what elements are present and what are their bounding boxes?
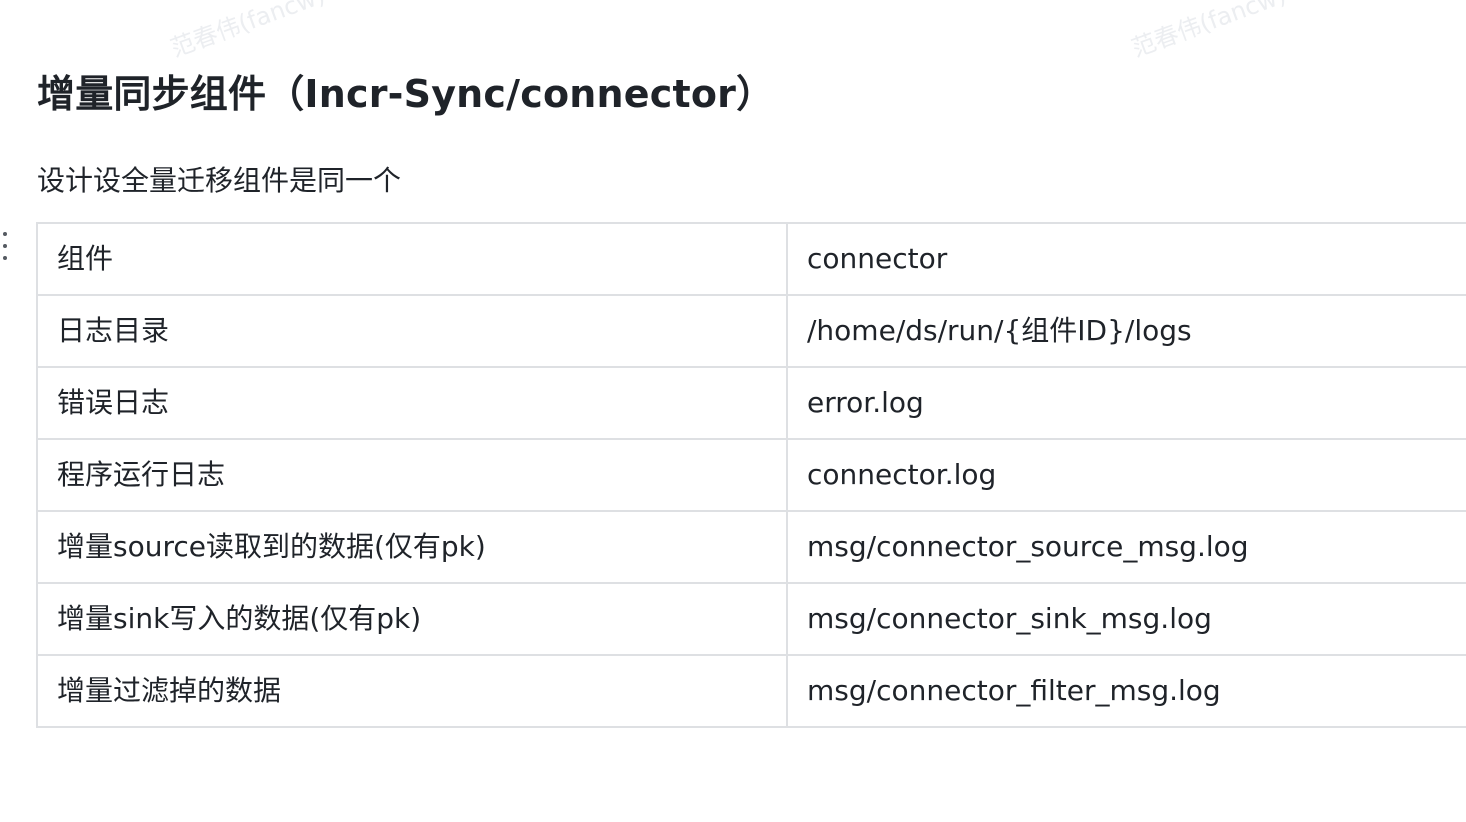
intro-paragraph: 设计设全量迁移组件是同一个 <box>37 164 402 197</box>
info-table: 组件 connector 日志目录 /home/ds/run/{组件ID}/lo… <box>36 222 1466 728</box>
table-row: 增量过滤掉的数据 msg/connector_filter_msg.log <box>36 654 1466 728</box>
table-cell-value[interactable]: connector <box>786 222 1466 296</box>
section-heading: 增量同步组件（Incr-Sync/connector） <box>37 72 775 116</box>
table-cell-key[interactable]: 程序运行日志 <box>36 438 788 512</box>
watermark: 范春伟(fancw) <box>166 0 329 63</box>
drag-handle-icon[interactable] <box>0 232 10 260</box>
table-cell-key[interactable]: 增量source读取到的数据(仅有pk) <box>36 510 788 584</box>
table-row: 增量sink写入的数据(仅有pk) msg/connector_sink_msg… <box>36 582 1466 656</box>
table-cell-value[interactable]: msg/connector_filter_msg.log <box>786 654 1466 728</box>
table-row: 日志目录 /home/ds/run/{组件ID}/logs <box>36 294 1466 368</box>
table-cell-key[interactable]: 增量sink写入的数据(仅有pk) <box>36 582 788 656</box>
table-cell-key[interactable]: 日志目录 <box>36 294 788 368</box>
table-cell-key[interactable]: 增量过滤掉的数据 <box>36 654 788 728</box>
table-row: 程序运行日志 connector.log <box>36 438 1466 512</box>
table-row: 错误日志 error.log <box>36 366 1466 440</box>
table-cell-value[interactable]: error.log <box>786 366 1466 440</box>
info-table-wrapper: 组件 connector 日志目录 /home/ds/run/{组件ID}/lo… <box>36 222 1466 728</box>
table-cell-key[interactable]: 错误日志 <box>36 366 788 440</box>
table-cell-value[interactable]: msg/connector_sink_msg.log <box>786 582 1466 656</box>
table-cell-value[interactable]: connector.log <box>786 438 1466 512</box>
table-row: 增量source读取到的数据(仅有pk) msg/connector_sourc… <box>36 510 1466 584</box>
table-cell-value[interactable]: /home/ds/run/{组件ID}/logs <box>786 294 1466 368</box>
table-cell-value[interactable]: msg/connector_source_msg.log <box>786 510 1466 584</box>
watermark: 范春伟(fancw) <box>1127 0 1290 63</box>
table-cell-key[interactable]: 组件 <box>36 222 788 296</box>
table-row: 组件 connector <box>36 222 1466 296</box>
